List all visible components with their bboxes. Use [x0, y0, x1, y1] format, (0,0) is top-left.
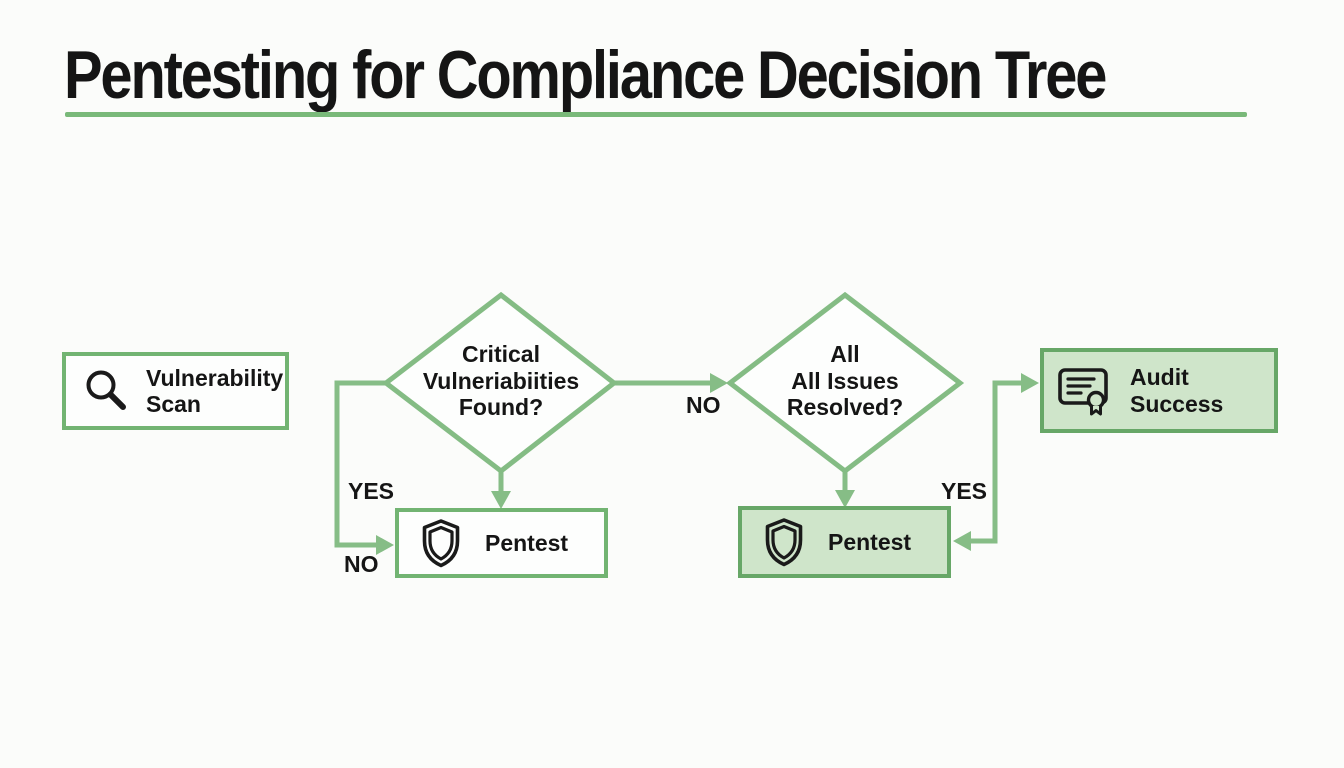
node-label: Pentest — [485, 529, 569, 556]
node-label: Pentest — [828, 528, 912, 555]
connector-lines — [334, 380, 1024, 548]
arrowhead-d1-down — [491, 491, 511, 509]
node-pentest-left: Pentest — [395, 508, 608, 578]
node-pentest-right: Pentest — [738, 506, 951, 578]
edge-right-branch — [968, 380, 1024, 544]
edge-label-middle-no: NO — [686, 392, 721, 418]
node-critical-vulnerabilities-label: Critical Vulneriabiities Found? — [422, 341, 580, 421]
node-issues-resolved-label: All All Issues Resolved? — [786, 341, 904, 421]
decision-diamonds — [381, 291, 965, 475]
edge-label-right-yes: YES — [941, 478, 988, 504]
node-vulnerability-scan: Vulnerability Scan — [62, 352, 289, 430]
arrowheads — [376, 373, 1039, 555]
arrowhead-into-diamond2 — [710, 373, 728, 393]
diamond-issues-resolved — [725, 291, 965, 475]
node-audit-success: Audit Success — [1040, 348, 1278, 433]
node-label: Audit Success — [1130, 364, 1224, 417]
arrowhead-into-pentest-right — [953, 531, 971, 551]
diamond-critical-vulnerabilities — [381, 291, 619, 475]
node-label: Vulnerability Scan — [146, 364, 284, 417]
edge-left-branch — [334, 380, 386, 548]
edge-label-left-yes: YES — [348, 478, 395, 504]
arrowhead-d2-down — [835, 490, 855, 508]
arrowhead-into-audit — [1021, 373, 1039, 393]
page-title: Pentesting for Compliance Decision Tree — [64, 37, 1107, 113]
shield-icon — [419, 518, 463, 568]
title-underline — [65, 112, 1247, 117]
magnifier-icon — [82, 367, 130, 415]
shield-icon — [762, 517, 806, 567]
certificate-icon — [1056, 365, 1112, 417]
edge-label-left-no: NO — [344, 551, 379, 577]
arrowhead-into-pentest-left — [376, 535, 394, 555]
